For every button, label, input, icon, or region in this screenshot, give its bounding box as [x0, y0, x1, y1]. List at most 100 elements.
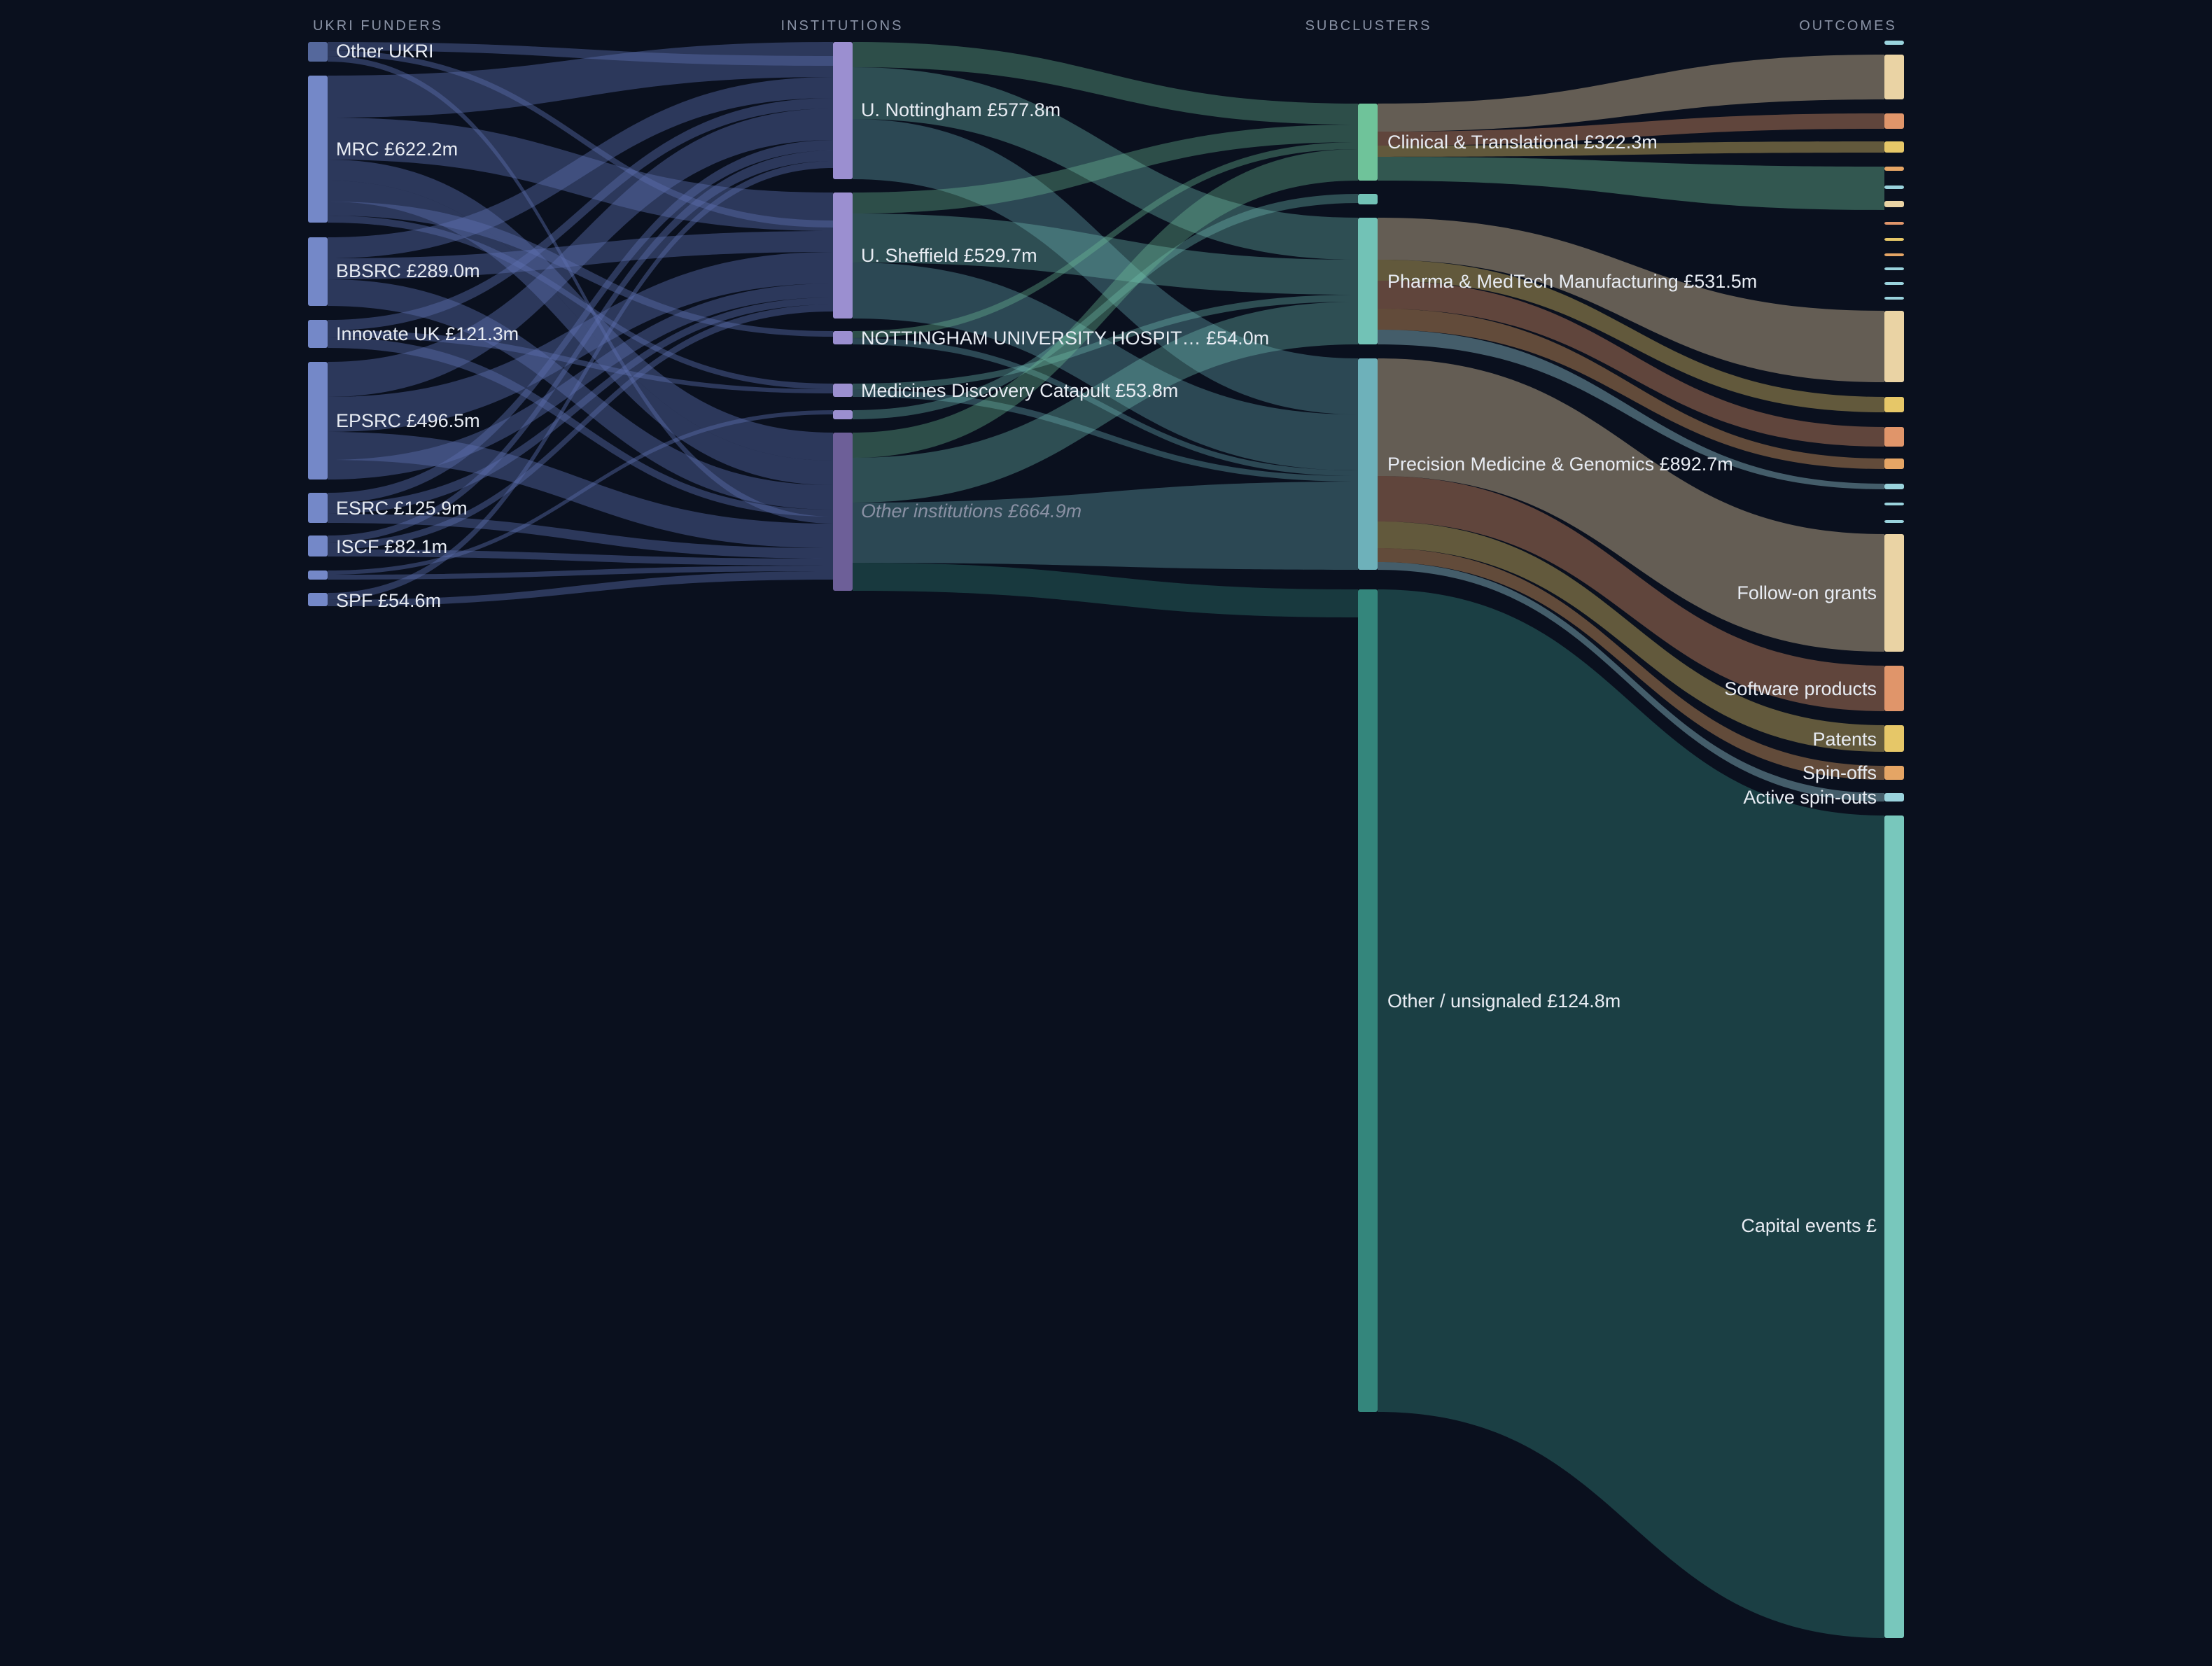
node-outcome-stub-3 [1884, 141, 1904, 153]
link-institution-subcluster-4 [853, 214, 1358, 295]
link-funder-institution-28 [328, 571, 833, 606]
funder-label-bbsrc: BBSRC £289.0m [336, 260, 480, 281]
node-f-mrc [308, 76, 328, 223]
node-outcome-stub-1 [1884, 55, 1904, 99]
funder-label-iscf: ISCF £82.1m [336, 536, 447, 557]
link-institution-subcluster-9 [853, 390, 1358, 482]
link-funder-institution-13 [328, 330, 833, 393]
institution-label-mdc: Medicines Discovery Catapult £53.8m [861, 380, 1178, 401]
link-funder-institution-20 [328, 298, 833, 514]
link-subcluster-outcome-1 [1378, 113, 1884, 146]
node-outcome-stub-14 [1884, 397, 1904, 412]
link-subcluster-outcome-3 [1378, 157, 1884, 210]
link-funder-institution-22 [328, 150, 833, 542]
link-funder-institution-23 [328, 304, 833, 550]
node-i-small [833, 410, 853, 419]
link-funder-institution-21 [328, 514, 833, 559]
subcluster-label-other: Other / unsignaled £124.8m [1387, 990, 1620, 1011]
link-funder-institution-24 [328, 550, 833, 566]
node-outcome-stub-8 [1884, 238, 1904, 241]
outcome-label-software-products: Software products [1724, 678, 1877, 699]
link-institution-subcluster-14 [853, 563, 1358, 617]
link-subcluster-outcome-8 [1378, 330, 1884, 489]
node-outcome-stub-13 [1884, 311, 1904, 382]
node-f-iuk [308, 320, 328, 348]
institution-label-nottingham: U. Nottingham £577.8m [861, 99, 1060, 120]
institution-label-other: Other institutions £664.9m [861, 500, 1082, 522]
link-subcluster-outcome-7 [1378, 309, 1884, 469]
link-institution-subcluster-1 [853, 67, 1358, 260]
node-o-spinouts [1884, 793, 1904, 802]
node-outcome-stub-9 [1884, 253, 1904, 256]
node-o-software [1884, 666, 1904, 711]
link-funder-institution-19 [328, 140, 833, 503]
link-institution-subcluster-0 [853, 42, 1358, 125]
link-funder-institution-14 [328, 337, 833, 517]
node-outcome-stub-12 [1884, 297, 1904, 300]
link-funder-institution-4 [328, 118, 833, 231]
outcome-label-spin-offs: Spin-offs [1802, 762, 1877, 783]
node-outcome-stub-4 [1884, 167, 1904, 171]
node-outcome-stub-17 [1884, 484, 1904, 489]
node-f-epsrc [308, 362, 328, 479]
link-layer [328, 42, 1884, 1638]
outcome-label-patents: Patents [1812, 729, 1877, 750]
node-f-spf [308, 593, 328, 606]
funder-label-innovate-uk: Innovate UK £121.3m [336, 323, 519, 344]
node-outcome-stub-5 [1884, 186, 1904, 189]
node-outcome-stub-10 [1884, 267, 1904, 270]
link-institution-subcluster-13 [853, 482, 1358, 570]
header-funders: UKRI FUNDERS [313, 18, 443, 34]
link-institution-subcluster-12 [853, 302, 1358, 503]
node-s-prec [1358, 358, 1378, 570]
node-s-small [1358, 194, 1378, 204]
link-institution-subcluster-7 [853, 338, 1358, 476]
header-outcomes: OUTCOMES [1799, 18, 1897, 34]
funder-label-spf: SPF £54.6m [336, 590, 441, 611]
node-outcome-stub-6 [1884, 201, 1904, 207]
link-funder-institution-0 [328, 42, 833, 66]
funder-label-esrc: ESRC £125.9m [336, 498, 468, 519]
node-i-other [833, 433, 853, 591]
node-i-nott [833, 42, 853, 179]
link-subcluster-outcome-13 [1378, 562, 1884, 802]
node-f-bbsrc [308, 237, 328, 306]
link-funder-institution-1 [328, 50, 833, 227]
outcome-label-follow-on-grants: Follow-on grants [1737, 582, 1877, 603]
funder-label-other-ukri: Other UKRI [336, 41, 434, 62]
link-funder-institution-15 [328, 108, 833, 397]
link-funder-institution-16 [328, 252, 833, 432]
link-institution-subcluster-8 [853, 295, 1358, 390]
link-subcluster-outcome-6 [1378, 281, 1884, 447]
link-funder-institution-25 [328, 410, 833, 575]
subcluster-label-pharma: Pharma & MedTech Manufacturing £531.5m [1387, 271, 1757, 292]
link-institution-subcluster-11 [853, 149, 1358, 458]
link-funder-institution-18 [328, 284, 833, 479]
node-outcome-stub-16 [1884, 458, 1904, 469]
header-institutions: INSTITUTIONS [781, 18, 904, 34]
link-institution-subcluster-2 [853, 119, 1358, 414]
link-institution-subcluster-3 [853, 125, 1358, 214]
node-layer [308, 41, 1904, 1638]
link-subcluster-outcome-5 [1378, 260, 1884, 412]
link-funder-institution-3 [328, 42, 833, 118]
node-outcome-stub-0 [1884, 41, 1904, 45]
funder-label-mrc: MRC £622.2m [336, 139, 458, 160]
link-funder-institution-27 [328, 161, 833, 600]
link-subcluster-outcome-14 [1378, 589, 1884, 1638]
subcluster-label-precision: Precision Medicine & Genomics £892.7m [1387, 454, 1733, 475]
node-o-patents [1884, 725, 1904, 752]
link-subcluster-outcome-12 [1378, 548, 1884, 780]
node-i-mdc [833, 384, 853, 397]
node-f-esrc [308, 493, 328, 523]
link-funder-institution-11 [328, 279, 833, 510]
link-subcluster-outcome-10 [1378, 476, 1884, 711]
node-outcome-stub-2 [1884, 113, 1904, 129]
funder-label-epsrc: EPSRC £496.5m [336, 410, 480, 431]
node-outcome-stub-7 [1884, 222, 1904, 225]
node-i-nuh [833, 331, 853, 344]
link-subcluster-outcome-2 [1378, 141, 1884, 157]
link-subcluster-outcome-0 [1378, 55, 1884, 132]
